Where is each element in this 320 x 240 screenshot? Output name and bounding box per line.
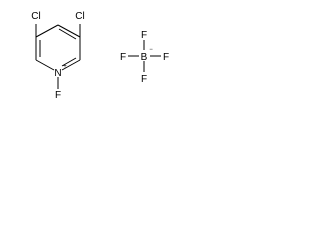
fluorine-atom-bottom: F <box>141 74 147 85</box>
boron-atom: B <box>141 52 148 63</box>
bond-c3-c4 <box>35 24 59 38</box>
bond-c6-n1 <box>61 59 81 71</box>
boron-charge: − <box>149 47 153 53</box>
pyridinium-cation: Cl Cl N + F <box>31 11 84 101</box>
fluorine-atom-right: F <box>163 52 169 63</box>
nitrogen-atom: N <box>54 68 61 79</box>
fluorine-atom-top: F <box>141 30 147 41</box>
chlorine-atom-left: Cl <box>31 11 40 22</box>
fluorine-atom-n: F <box>55 90 61 101</box>
bond-c4-c5 <box>57 24 81 38</box>
nitrogen-charge: + <box>63 64 67 70</box>
fluorine-atom-left: F <box>120 52 126 63</box>
structure-diagram: Cl Cl N + F B − F F F F <box>31 11 169 101</box>
double-bond-c4-c5 <box>58 28 77 40</box>
bond-n1-c2 <box>35 59 55 71</box>
double-bond-c6-n1 <box>61 57 77 67</box>
chlorine-atom-right: Cl <box>75 11 84 22</box>
tetrafluoroborate-anion: B − F F F F <box>120 30 169 85</box>
